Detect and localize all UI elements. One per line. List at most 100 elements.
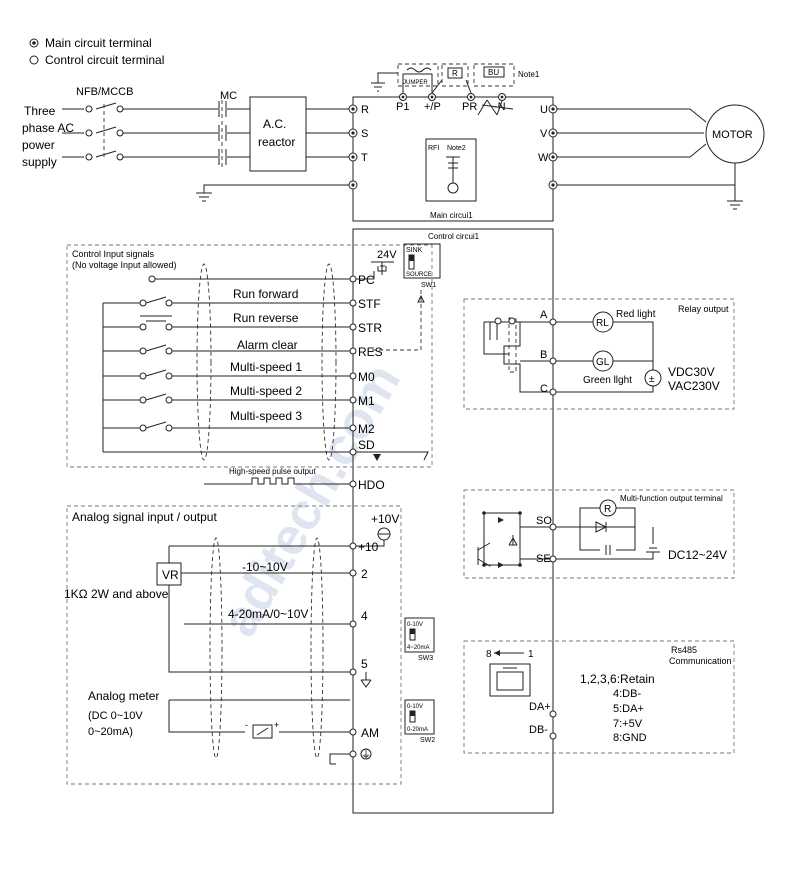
main-circuit-title: Main circui1 <box>430 211 473 220</box>
control-circuit-box <box>352 228 554 814</box>
bu-label: BU <box>488 68 499 77</box>
terminal-w: W <box>538 152 549 164</box>
sw3-label: SW3 <box>418 655 433 662</box>
supply-line-1: Three <box>24 104 56 118</box>
terminal-sd: SD <box>358 438 375 452</box>
rs485-pin-8: 8 <box>486 649 492 660</box>
signal-run-reverse: Run reverse <box>233 311 299 325</box>
multifunction-output: Multi-function output terminal SO SE R D… <box>463 489 735 579</box>
resistor-label: R <box>452 69 458 78</box>
earth-icon <box>360 748 372 760</box>
svg-text:-: - <box>245 720 248 730</box>
jumper-box <box>397 63 439 87</box>
terminal-4: 4 <box>361 609 368 623</box>
legend-main-terminal: Main circuit terminal <box>45 36 152 50</box>
legend-control-terminal: Control circuit terminal <box>45 53 164 67</box>
sw3-top: 0-10V <box>407 622 423 628</box>
rs485-pin-desc-1: 1,2,3,6:Retain <box>580 672 655 686</box>
mf-terminal-so: SO <box>536 515 552 527</box>
terminal-u: U <box>540 104 548 116</box>
rs485-communication: Rs485 Communication 8 1 1,2,3,6:Retain 4… <box>463 640 735 754</box>
rfi-screw-icon <box>447 182 459 194</box>
jumper-label: JUMPER <box>403 80 428 86</box>
terminal-r: R <box>361 104 369 116</box>
terminal-m0: M0 <box>358 370 375 384</box>
terminal-hdo: HDO <box>358 478 385 492</box>
relay-terminal-b: B <box>540 349 547 361</box>
mc-label: MC <box>220 90 237 102</box>
gl-label: GL <box>596 357 610 368</box>
control-input-box <box>66 244 433 468</box>
analog-range-1: -10~10V <box>242 560 288 574</box>
multifunction-box <box>463 489 735 579</box>
rl-label: RL <box>596 318 609 329</box>
signal-multi-speed-1: Multi-speed 1 <box>230 360 302 374</box>
signal-alarm-clear: Alarm clear <box>237 338 298 352</box>
terminal-pc: PC <box>358 273 375 287</box>
note2-label: Note2 <box>447 145 466 152</box>
rfi-switch-box <box>425 138 477 202</box>
sw2-switch <box>404 699 435 735</box>
terminal-p: +/P <box>424 101 441 113</box>
analog-box <box>66 505 402 785</box>
terminal-str: STR <box>358 321 382 335</box>
motor-label: MOTOR <box>712 129 753 141</box>
control-circuit-title: Control circui1 <box>428 232 480 241</box>
analog-meter-label: Analog meter <box>88 689 159 703</box>
red-light-label: Red light <box>616 309 656 320</box>
rj45-port-icon <box>489 663 531 697</box>
terminal-am: AM <box>361 726 379 740</box>
terminal-t: T <box>361 152 368 164</box>
analog-meter-range-1: (DC 0~10V <box>88 710 143 722</box>
rs485-pin-desc-3: 5:DA+ <box>613 703 644 715</box>
legend: Main circuit terminal Control circuit te… <box>29 36 164 67</box>
sw1-source: SOURCE <box>406 272 432 278</box>
brake-resistor <box>447 67 463 79</box>
nfb-label: NFB/MCCB <box>76 86 133 98</box>
relay-vac: VAC230V <box>668 379 720 393</box>
terminal-v: V <box>540 128 548 140</box>
terminal-plus10: +10 <box>358 540 379 554</box>
relay-output-box <box>463 298 735 410</box>
control-circuit: Control circui1 <box>352 228 554 814</box>
control-inputs: Control Input signals (No voltage Input … <box>66 243 441 492</box>
terminal-2: 2 <box>361 567 368 581</box>
relay-vdc: VDC30V <box>668 365 715 379</box>
relay-title: Relay output <box>678 304 729 314</box>
terminal-s: S <box>361 128 368 140</box>
mf-relay-icon <box>599 499 617 517</box>
relay-terminal-a: A <box>540 309 548 321</box>
analog-meter-range-2: 0~20mA) <box>88 726 133 738</box>
mf-dc-label: DC12~24V <box>668 548 727 562</box>
rs485-title: Rs485 <box>671 645 697 655</box>
svg-text:⏚: ⏚ <box>361 749 371 761</box>
sw1-switch <box>403 243 441 279</box>
sw3-switch <box>404 617 435 653</box>
green-light-label: Green llght <box>583 375 632 386</box>
reactor-label-1: A.C. <box>263 117 286 131</box>
brake-unit-box <box>473 63 515 87</box>
svg-text:±: ± <box>649 374 655 385</box>
rs485-pin-desc-4: 7:+5V <box>613 718 643 730</box>
sw2-label: SW2 <box>420 737 435 744</box>
green-light-icon <box>592 350 614 372</box>
motor: MOTOR <box>557 104 765 210</box>
sw2-bottom: 0-20mA <box>407 727 428 733</box>
analog-range-2: 4-20mA/0~10V <box>228 607 308 621</box>
multifunction-title: Multi-function output terminal <box>620 494 723 503</box>
terminal-5: 5 <box>361 657 368 671</box>
supply-line-2: phase AC <box>22 121 74 135</box>
analog-10v: +10V <box>371 512 399 526</box>
ac-reactor <box>249 96 307 172</box>
mf-r-label: R <box>604 504 611 515</box>
signal-multi-speed-3: Multi-speed 3 <box>230 409 302 423</box>
vr-spec: 1KΩ 2W and above <box>64 587 169 601</box>
terminal-stf: STF <box>358 297 381 311</box>
control-input-title-2: (No voltage Input allowed) <box>72 260 177 270</box>
terminal-pr: PR <box>462 101 477 113</box>
sw3-bottom: 4~20mA <box>407 645 430 651</box>
signal-run-forward: Run forward <box>233 287 298 301</box>
hdo-description: High-speed pulse output <box>229 467 317 476</box>
relay-output: Relay output A B C RL Red light GL Green… <box>463 298 735 410</box>
